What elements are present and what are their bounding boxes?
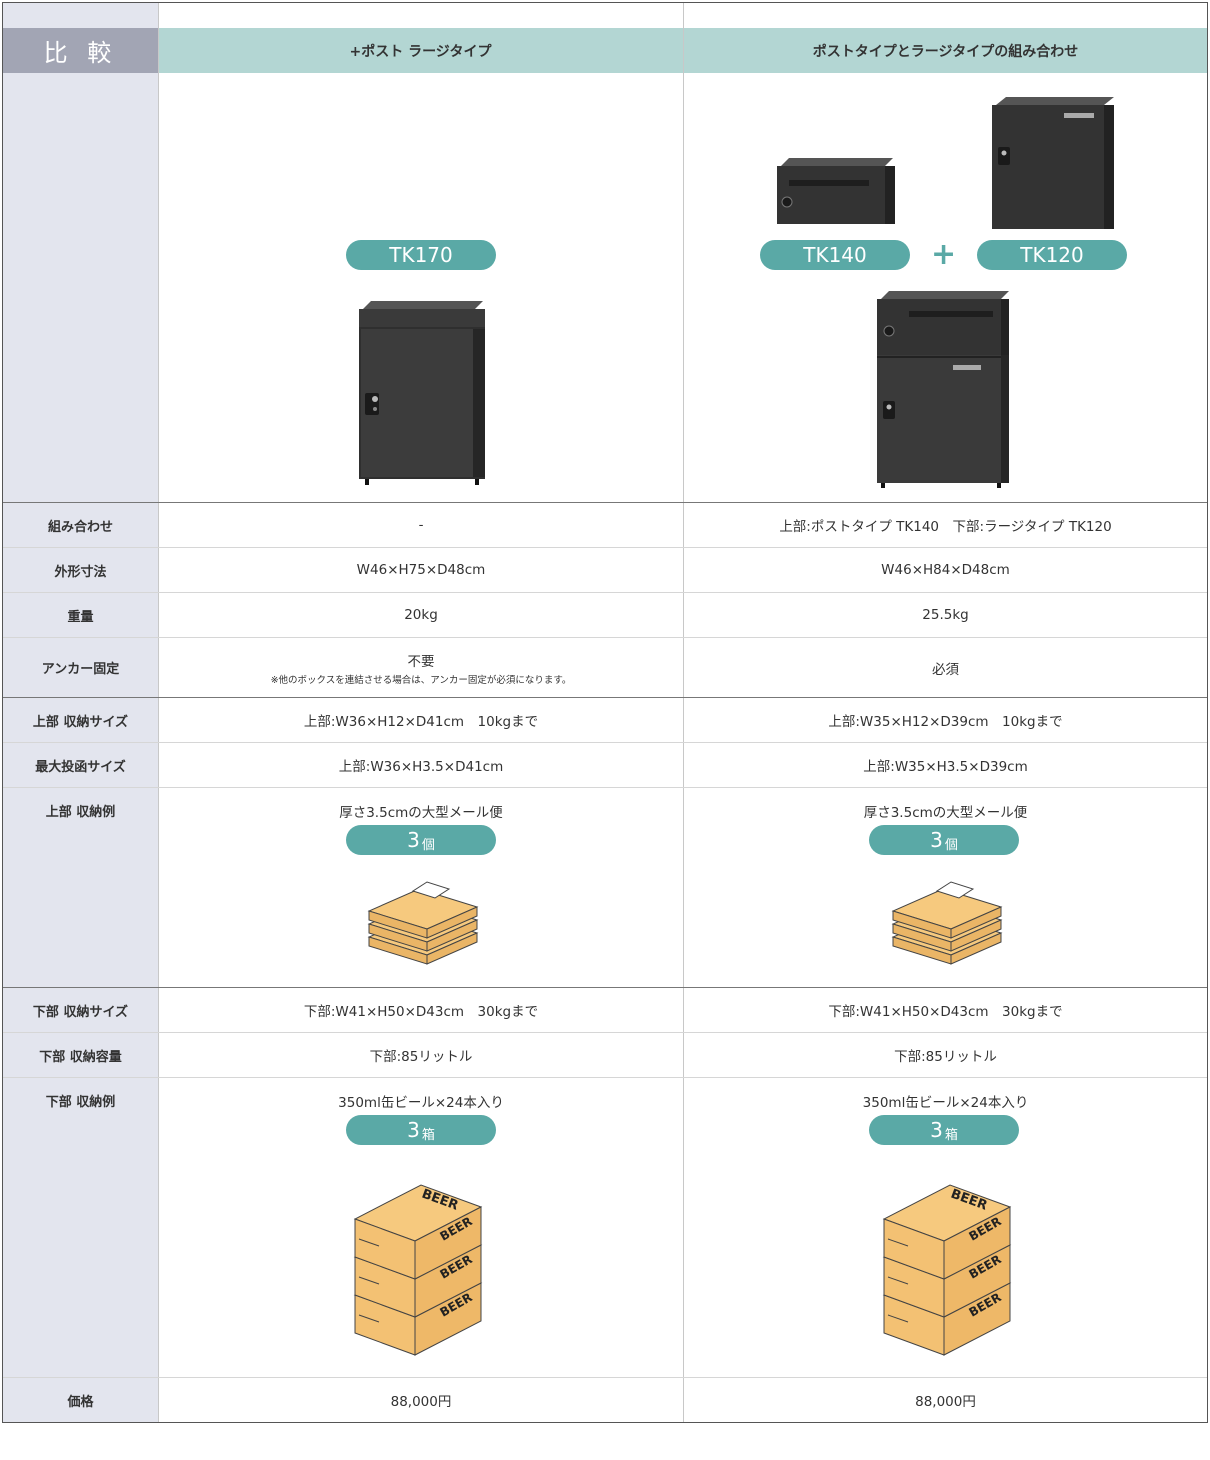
row-label-size: 外形寸法 [54, 564, 107, 580]
size-col2: W46×H84×D48cm [881, 562, 1010, 578]
weight-col2: 25.5kg [922, 607, 969, 623]
beer-case-handle [887, 1238, 909, 1247]
column-divider [683, 3, 684, 1422]
anchor-col1-value: 不要 [407, 653, 435, 670]
model-badge-tk140: TK140 [760, 240, 910, 270]
row-divider [3, 592, 1207, 593]
upper-count-unit-col2: 個 [944, 837, 958, 853]
lower-count-col1: 3 [407, 1118, 420, 1142]
mail-packets-illustration-col2 [891, 881, 1003, 965]
upper-count-col1: 3 [407, 828, 420, 852]
lower-count-unit-col2: 箱 [944, 1127, 958, 1143]
lower-count-unit-col1: 箱 [421, 1127, 435, 1143]
beer-case-handle [358, 1238, 380, 1247]
tk170-cabinet-image [359, 301, 485, 485]
upper-count-col2: 3 [930, 828, 943, 852]
combo-col1: - [418, 517, 424, 533]
mail-packet-side [426, 932, 478, 965]
model-badge-tk170: TK170 [346, 240, 496, 270]
price-col1: 88,000円 [390, 1394, 452, 1410]
row-label-combo: 組み合わせ [47, 519, 113, 535]
lower-count-col2: 3 [930, 1118, 943, 1142]
row-divider [3, 697, 1207, 698]
compare-heading: 比 較 [3, 28, 158, 73]
slot-size-col2: 上部:W35×H3.5×D39cm [863, 759, 1028, 775]
beer-case-handle [358, 1276, 380, 1285]
row-divider [3, 1377, 1207, 1378]
upper-example-col2: 厚さ3.5cmの大型メール便 [863, 805, 1028, 821]
lower-size-col1: 下部:W41×H50×D43cm 30kgまで [303, 1004, 539, 1020]
combined-stack-image [877, 291, 1009, 488]
row-label-price: 価格 [67, 1394, 94, 1410]
row-divider [3, 987, 1207, 988]
mail-packets-illustration-col1 [367, 881, 479, 965]
row-label-anchor: アンカー固定 [41, 662, 120, 677]
tk140-postbox-image [777, 158, 895, 224]
row-divider [3, 1032, 1207, 1033]
mail-packet-side [426, 906, 478, 939]
anchor-col1-note: ※他のボックスを連結させる場合は、アンカー固定が必須になります。 [270, 674, 572, 686]
mail-label [411, 881, 451, 899]
column-divider [158, 3, 159, 1422]
weight-col1: 20kg [404, 607, 438, 623]
label-column [3, 3, 158, 1422]
plus-sign: + [931, 237, 957, 272]
anchor-col1: 不要 ※他のボックスを連結させる場合は、アンカー固定が必須になります。 [159, 638, 683, 697]
combo-col2: 上部:ポストタイプ TK140 下部:ラージタイプ TK120 [779, 519, 1112, 535]
row-label-slot-size: 最大投函サイズ [35, 759, 126, 775]
mail-label [935, 881, 975, 899]
row-divider [3, 742, 1207, 743]
beer-case-handle [887, 1276, 909, 1285]
upper-example-col1: 厚さ3.5cmの大型メール便 [339, 805, 503, 821]
model-badge-tk120: TK120 [977, 240, 1127, 270]
lower-example-col2: 350ml缶ビール×24本入り [862, 1095, 1029, 1111]
lower-capacity-col2: 下部:85リットル [894, 1049, 997, 1065]
price-col2: 88,000円 [915, 1394, 976, 1410]
upper-size-col2: 上部:W35×H12×D39cm 10kgまで [828, 714, 1063, 730]
row-label-weight: 重量 [67, 609, 94, 625]
beer-case-handle [887, 1314, 909, 1323]
lower-size-col2: 下部:W41×H50×D43cm 30kgまで [828, 1004, 1063, 1020]
column-header-1: +ポスト ラージタイプ [158, 28, 683, 73]
row-label-upper-example: 上部 収納例 [45, 805, 116, 820]
row-label-lower-capacity: 下部 収納容量 [39, 1049, 122, 1065]
lower-example-col1: 350ml缶ビール×24本入り [338, 1095, 504, 1111]
anchor-col2: 必須 [932, 661, 959, 678]
row-label-lower-size: 下部 収納サイズ [32, 1004, 129, 1020]
row-divider [3, 1077, 1207, 1078]
tk120-large-box-image [992, 97, 1114, 229]
mail-packet-side [950, 932, 1002, 965]
upper-size-col1: 上部:W36×H12×D41cm 10kgまで [303, 714, 539, 730]
lower-capacity-col1: 下部:85リットル [369, 1049, 473, 1065]
row-divider [3, 787, 1207, 788]
mail-packet-side [426, 919, 478, 952]
row-label-lower-example: 下部 収納例 [45, 1095, 116, 1110]
row-divider [3, 637, 1207, 638]
beer-case-side [414, 1206, 482, 1280]
row-label-upper-size: 上部 収納サイズ [32, 714, 129, 730]
mail-packet-side [950, 919, 1002, 952]
beer-case-side [943, 1206, 1011, 1280]
comparison-table: 比 較 +ポスト ラージタイプ ポストタイプとラージタイプの組み合わせ TK17… [2, 2, 1208, 1423]
upper-count-unit-col1: 個 [421, 837, 435, 853]
beer-case-handle [358, 1314, 380, 1323]
row-divider [3, 502, 1207, 503]
mail-packet-side [950, 906, 1002, 939]
row-divider [3, 547, 1207, 548]
size-col1: W46×H75×D48cm [356, 562, 486, 578]
column-header-2: ポストタイプとラージタイプの組み合わせ [684, 28, 1207, 73]
slot-size-col1: 上部:W36×H3.5×D41cm [338, 759, 504, 775]
